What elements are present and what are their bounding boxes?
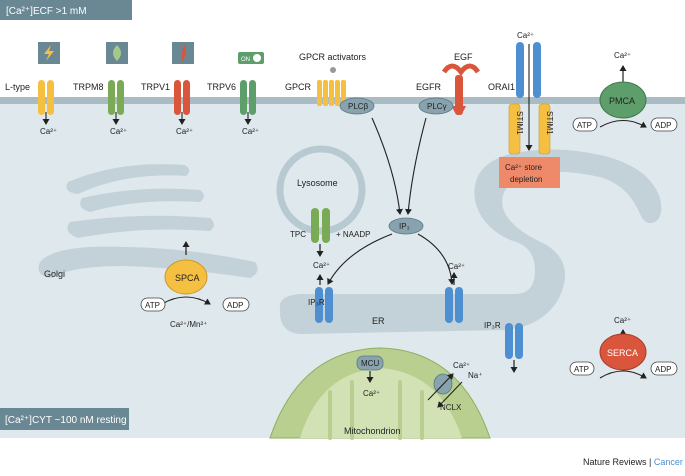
serca-atp: ATP (569, 361, 595, 376)
ip3r-label-3: IP₃R (484, 321, 501, 330)
plcb-label: PLCβ (348, 102, 369, 111)
trpv6-channel: ON TRPV6 Ca²⁺ (207, 52, 264, 136)
footer-separator: | (647, 457, 654, 467)
cyt-badge-text: [Ca²⁺]CYT ~100 nM resting (5, 415, 127, 426)
egf-label: EGF (454, 52, 473, 62)
gpcr-label: GPCR (285, 82, 312, 92)
egfr-receptor: EGF EGFR (416, 52, 481, 115)
spca-atp: ATP (140, 297, 166, 312)
serca-adp: ADP (650, 361, 678, 376)
trpv1-label: TRPV1 (141, 82, 170, 92)
nclx-na-label: Na⁺ (468, 371, 482, 380)
ip3-label: IP₃ (399, 222, 410, 231)
mcu-channel: MCU Ca²⁺ (356, 355, 384, 398)
pmca-ca-label: Ca²⁺ (614, 51, 631, 60)
stim1-label-right: STIM1 (545, 111, 554, 135)
pmca-pump: Ca²⁺ PMCA (599, 51, 647, 128)
plcg-enzyme: PLCγ (418, 97, 454, 115)
footer-credit: Nature Reviews | Cancer (583, 457, 683, 467)
golgi-label: Golgi (44, 269, 65, 279)
store-depletion-line2: depletion (510, 175, 542, 184)
footer-section: Cancer (654, 457, 683, 467)
er-label: ER (372, 316, 385, 326)
orai1-channel: Ca²⁺ ORAI1 (488, 31, 541, 151)
pmca-adp-label: ADP (655, 121, 671, 130)
serca-ca-label: Ca²⁺ (614, 316, 631, 325)
tpc-channel: TPC + NAADP Ca²⁺ (290, 208, 370, 270)
gpcr-activators-label: GPCR activators (299, 52, 367, 62)
nclx-label: NCLX (440, 403, 462, 412)
ip3r-channel-3: IP₃R (484, 321, 523, 373)
tpc-label: TPC (290, 230, 306, 239)
mitochondrion-label: Mitochondrion (344, 426, 401, 436)
naadp-label: + NAADP (336, 230, 370, 239)
ltype-ca-label: Ca²⁺ (40, 127, 57, 136)
signalling-arrows (327, 117, 456, 285)
trpv6-ca-label: Ca²⁺ (242, 127, 259, 136)
store-depletion-box: Ca²⁺ store depletion (499, 157, 560, 188)
mcu-label: MCU (361, 359, 379, 368)
ip3r-label-1: IP₃R (308, 298, 325, 307)
stim1-right: STIM1 (538, 103, 554, 155)
stim1-left: STIM1 (508, 103, 524, 155)
egfr-label: EGFR (416, 82, 442, 92)
serca-pump: Ca²⁺ SERCA (599, 316, 647, 379)
nclx-ca-label: Ca²⁺ (453, 361, 470, 370)
trpv1-channel: TRPV1 Ca²⁺ (141, 42, 194, 136)
plcb-enzyme: PLCβ (339, 97, 375, 115)
spca-atp-label: ATP (145, 301, 160, 310)
footer-journal: Nature Reviews (583, 457, 647, 467)
ecf-calcium-badge: [Ca²⁺]ECF >1 mM (0, 0, 132, 20)
pmca-atp: ATP (572, 117, 598, 132)
ltype-channel: L-type Ca²⁺ (5, 42, 60, 136)
mcu-ca-label: Ca²⁺ (363, 389, 380, 398)
cyt-calcium-badge: [Ca²⁺]CYT ~100 nM resting (0, 408, 129, 430)
ecf-badge-text: [Ca²⁺]ECF >1 mM (6, 6, 87, 17)
trpm8-ca-label: Ca²⁺ (110, 127, 127, 136)
ip3r-channel-1: IP₃R (308, 287, 333, 323)
nclx-exchanger: Ca²⁺ Na⁺ NCLX (427, 361, 482, 412)
pmca-label: PMCA (609, 96, 635, 106)
ltype-label: L-type (5, 82, 30, 92)
serca-label: SERCA (607, 348, 638, 358)
spca-adp-label: ADP (227, 301, 243, 310)
ip3r-channel-2: Ca²⁺ (445, 262, 465, 323)
tpc-ca-label: Ca²⁺ (313, 261, 330, 270)
mitochondrion: Mitochondrion (269, 347, 491, 440)
on-switch-label: ON (241, 57, 250, 63)
stim1-label-left: STIM1 (515, 111, 524, 135)
spca-adp: ADP (222, 297, 250, 312)
pmca-atp-label: ATP (577, 121, 592, 130)
trpm8-channel: TRPM8 Ca²⁺ (73, 42, 128, 136)
serca-atp-label: ATP (574, 365, 589, 374)
trpv1-ca-label: Ca²⁺ (176, 127, 193, 136)
trpm8-label: TRPM8 (73, 82, 104, 92)
orai1-ca-label: Ca²⁺ (517, 31, 534, 40)
pmca-adp: ADP (650, 117, 678, 132)
trpv6-label: TRPV6 (207, 82, 236, 92)
orai1-label: ORAI1 (488, 82, 515, 92)
plcg-label: PLCγ (427, 102, 447, 111)
lysosome: Lysosome (276, 145, 366, 235)
spca-label: SPCA (175, 273, 200, 283)
spca-ion-label: Ca²⁺/Mn²⁺ (170, 320, 207, 329)
spca-pump: SPCA (161, 241, 211, 305)
gpcr-receptor: GPCR activators GPCR (285, 52, 367, 106)
lysosome-label: Lysosome (297, 178, 338, 188)
store-depletion-line1: Ca²⁺ store (505, 163, 543, 172)
serca-adp-label: ADP (655, 365, 671, 374)
ip3-molecule: IP₃ (388, 217, 424, 235)
ip3r2-ca-label: Ca²⁺ (448, 262, 465, 271)
